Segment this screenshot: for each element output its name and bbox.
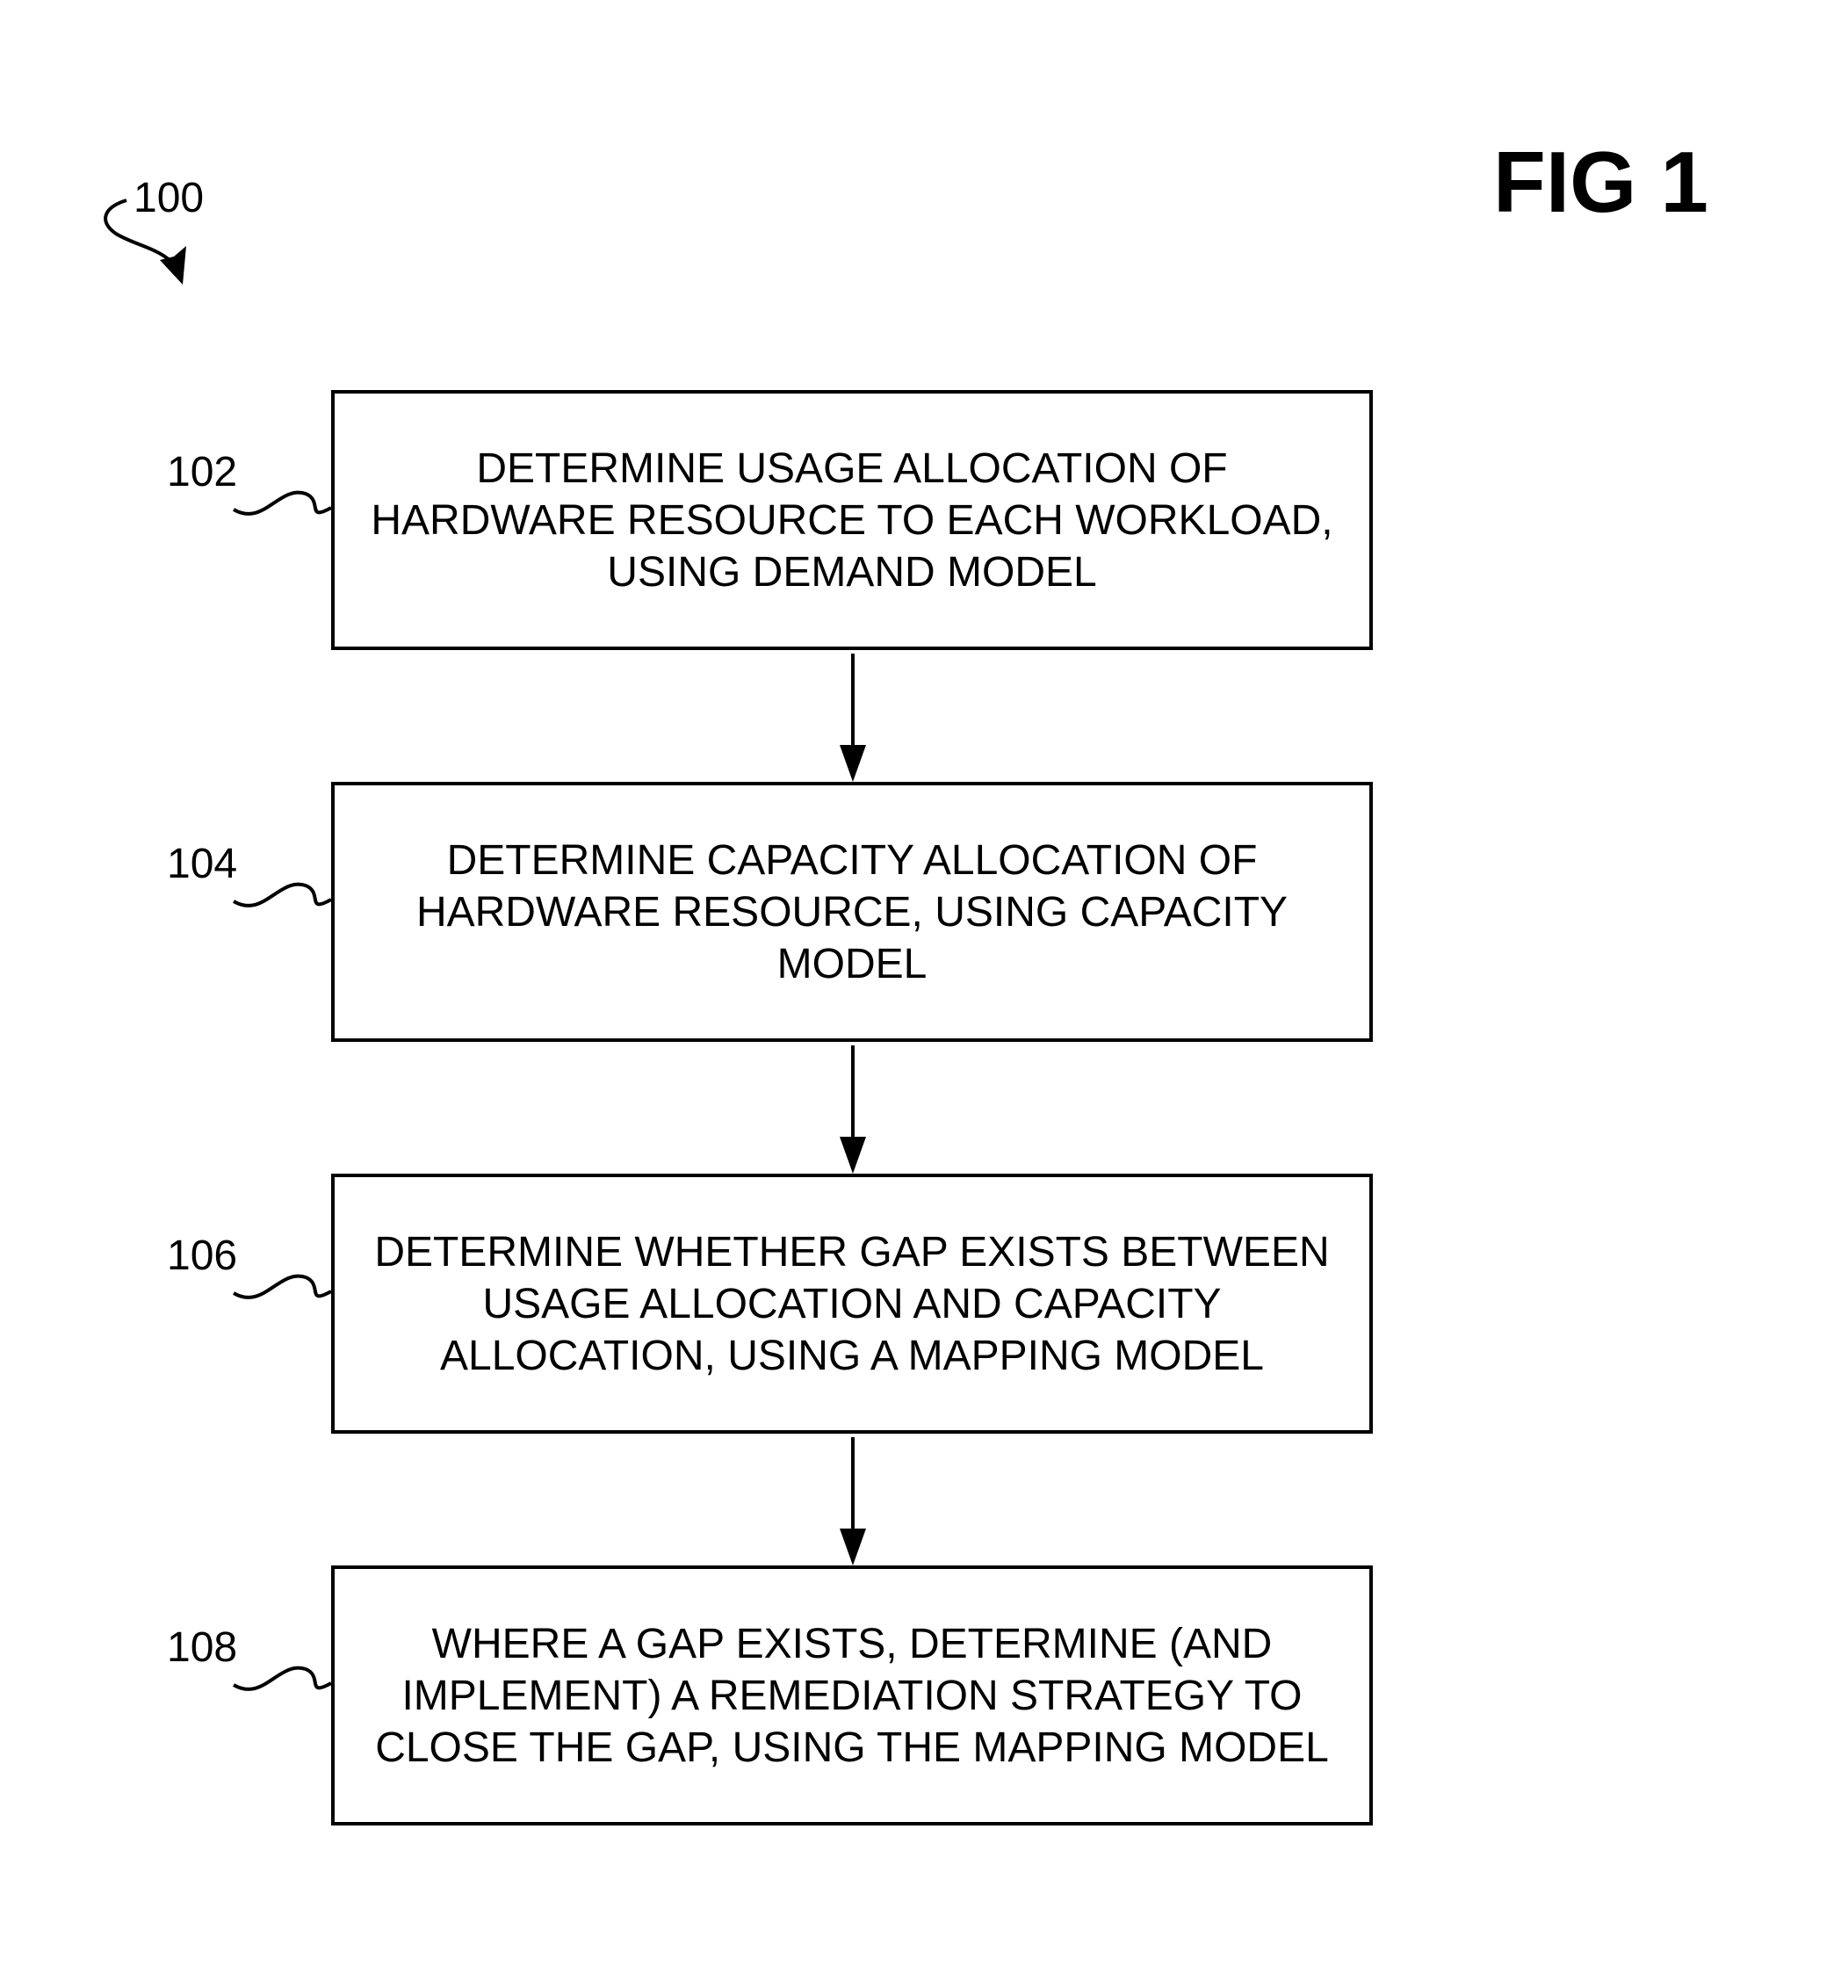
flow-arrowhead-104 [840,745,866,782]
step-box-108: WHERE A GAP EXISTS, DETERMINE (AND IMPLE… [331,1565,1373,1825]
figure-reference-label: 100 [134,177,204,220]
leader-line-102 [234,493,331,514]
step-ref-106: 106 [167,1235,237,1277]
step-text-108: WHERE A GAP EXISTS, DETERMINE (AND IMPLE… [366,1618,1338,1774]
flow-arrowhead-108 [840,1529,866,1565]
step-ref-108: 108 [167,1627,237,1669]
figure-title: FIG 1 [1493,139,1708,225]
step-box-102: DETERMINE USAGE ALLOCATION OF HARDWARE R… [331,390,1373,650]
step-box-106: DETERMINE WHETHER GAP EXISTS BETWEEN USA… [331,1174,1373,1434]
step-text-106: DETERMINE WHETHER GAP EXISTS BETWEEN USA… [365,1226,1338,1382]
step-text-104: DETERMINE CAPACITY ALLOCATION OF HARDWAR… [408,835,1296,990]
step-ref-104: 104 [167,843,237,886]
leader-line-108 [234,1668,331,1689]
step-box-104: DETERMINE CAPACITY ALLOCATION OF HARDWAR… [331,782,1373,1042]
step-text-102: DETERMINE USAGE ALLOCATION OF HARDWARE R… [362,443,1341,598]
flow-arrowhead-106 [840,1137,866,1174]
figure-reference-arrowhead [160,246,186,285]
step-ref-102: 102 [167,452,237,494]
leader-line-106 [234,1276,331,1298]
leader-line-104 [234,885,331,906]
